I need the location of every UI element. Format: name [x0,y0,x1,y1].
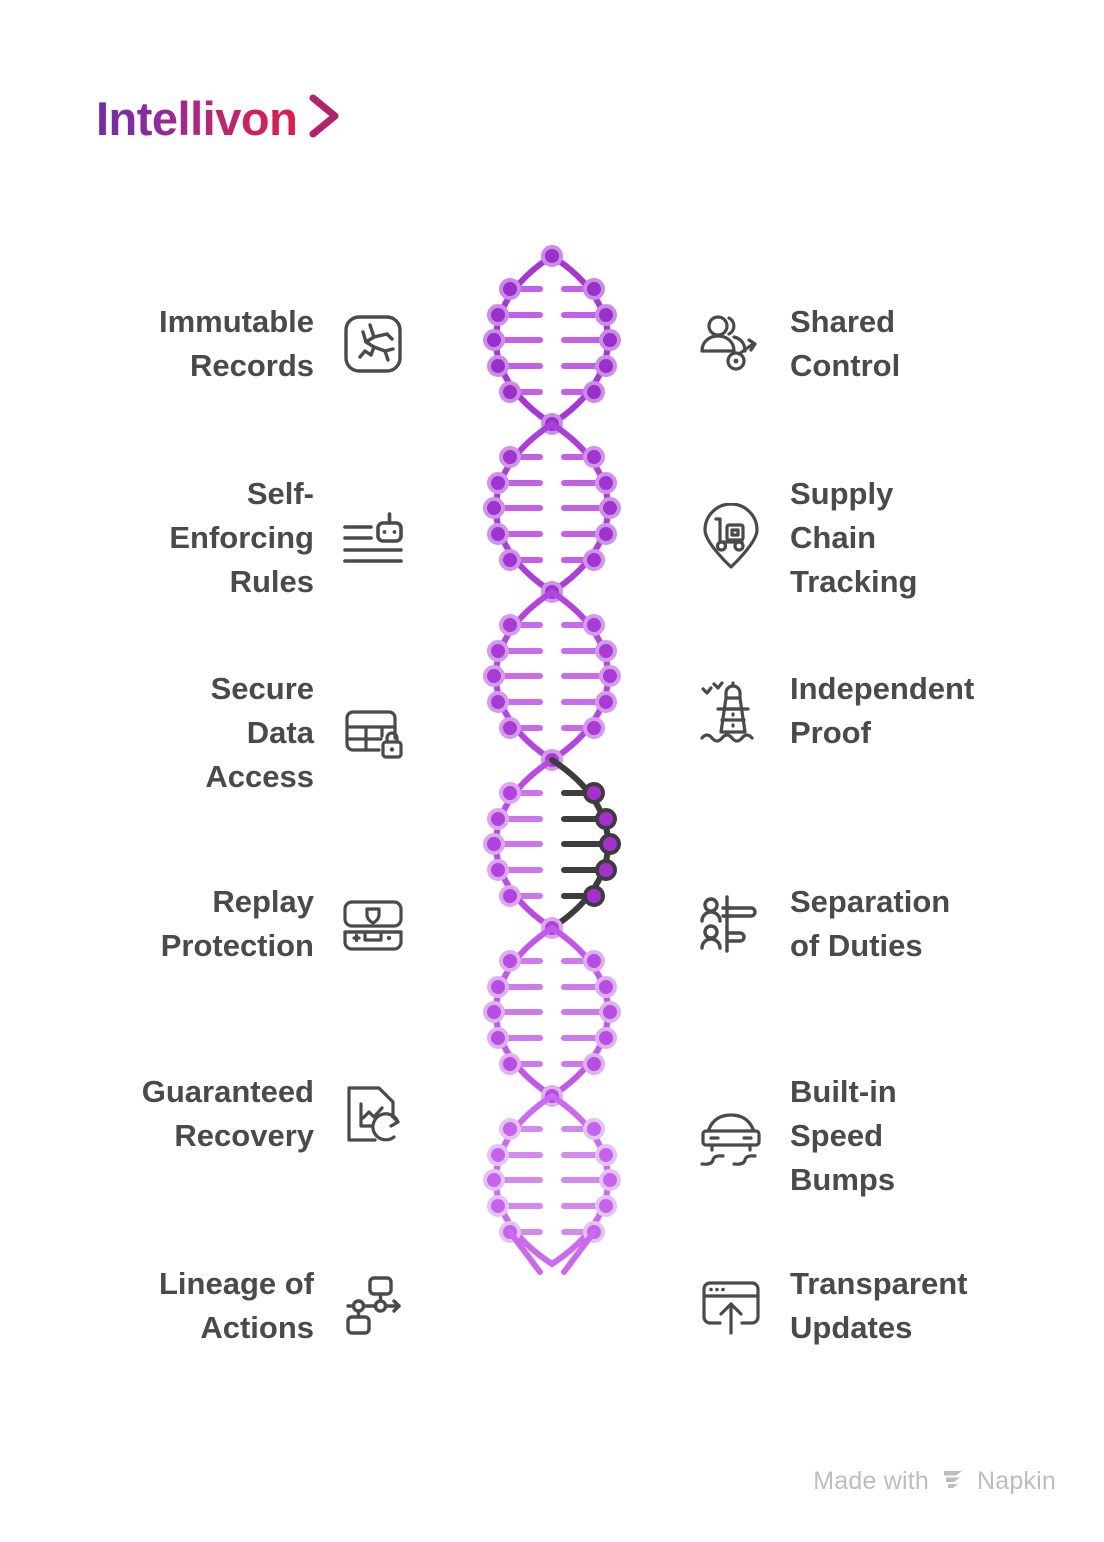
feature-built-in-speed-bumps: Built-in Speed Bumps [694,1070,897,1202]
feature-label: Replay Protection [160,884,314,964]
feature-self-enforcing-rules: Self- Enforcing Rules [169,472,410,604]
dna-helix-diagram [452,242,652,1422]
feature-label: Shared Control [790,304,901,384]
feature-supply-chain-tracking: Supply Chain Tracking [694,472,918,604]
feature-secure-data-access: Secure Data Access [205,667,410,799]
feature-replay-protection: Replay Protection [161,880,410,968]
feature-label: Independent Proof [790,671,975,751]
helix-segment-1 [483,245,621,435]
chevron-right-icon [305,92,345,145]
footer-product-name: Napkin [976,1467,1056,1495]
feature-lineage-of-actions: Lineage of Actions [159,1262,410,1350]
document-restore-icon [336,1077,410,1151]
node-flow-icon [336,1269,410,1343]
helix-segment-4-highlighted [483,757,621,939]
car-skid-icon [694,1099,768,1173]
brand-name: Intellivon [96,92,298,145]
shield-device-icon [336,887,410,961]
people-divider-icon [694,887,768,961]
lighthouse-icon [694,674,768,748]
dna-helix-svg [483,245,621,1275]
feature-immutable-records: Immutable Records [159,300,410,388]
napkin-logo-icon [938,1463,968,1500]
feature-guaranteed-recovery: Guaranteed Recovery [142,1070,410,1158]
feature-label: Supply Chain Tracking [790,476,918,600]
helix-segment-6 [483,1093,621,1275]
feature-label: Secure Data Access [205,671,314,795]
users-key-icon [694,307,768,381]
feature-label: Transparent Updates [790,1266,968,1346]
table-lock-icon [336,696,410,770]
feature-label: Immutable Records [158,304,314,384]
location-pin-package-icon [694,501,768,575]
feature-label: Separation of Duties [790,884,951,964]
robot-rules-icon [336,501,410,575]
feature-independent-proof: Independent Proof [694,667,974,755]
feature-label: Built-in Speed Bumps [790,1074,897,1198]
footer-made-with-text: Made with [813,1467,929,1495]
helix-segment-3 [483,589,621,771]
feature-label: Guaranteed Recovery [141,1074,314,1154]
brand-logo: Intellivon [96,92,345,145]
feature-shared-control: Shared Control [694,300,900,388]
browser-upload-icon [694,1269,768,1343]
feature-label: Self- Enforcing Rules [169,476,314,600]
cracked-square-icon [336,307,410,381]
feature-transparent-updates: Transparent Updates [694,1262,967,1350]
feature-label: Lineage of Actions [158,1266,314,1346]
helix-segment-5 [483,925,621,1107]
helix-segment-2 [483,421,621,603]
feature-separation-of-duties: Separation of Duties [694,880,950,968]
made-with-napkin-footer: Made with Napkin [813,1463,1056,1500]
